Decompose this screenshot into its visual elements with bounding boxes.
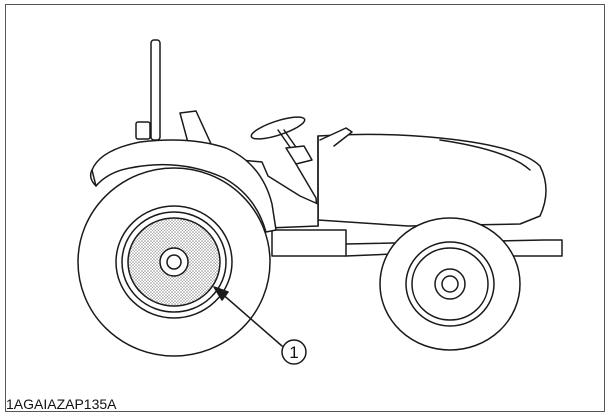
rear-wheel	[77, 167, 271, 357]
steering-wheel	[250, 116, 319, 227]
callout-1-number: 1	[289, 343, 298, 362]
front-wheel	[379, 217, 521, 351]
rear-fender	[89, 139, 277, 233]
callout-leader	[213, 286, 283, 347]
rear-light	[135, 121, 151, 140]
callout-1-badge	[281, 339, 307, 365]
hood	[317, 127, 547, 227]
exhaust-pipe	[150, 39, 161, 141]
figure-code: 1AGAIAZAP135A	[6, 396, 117, 412]
